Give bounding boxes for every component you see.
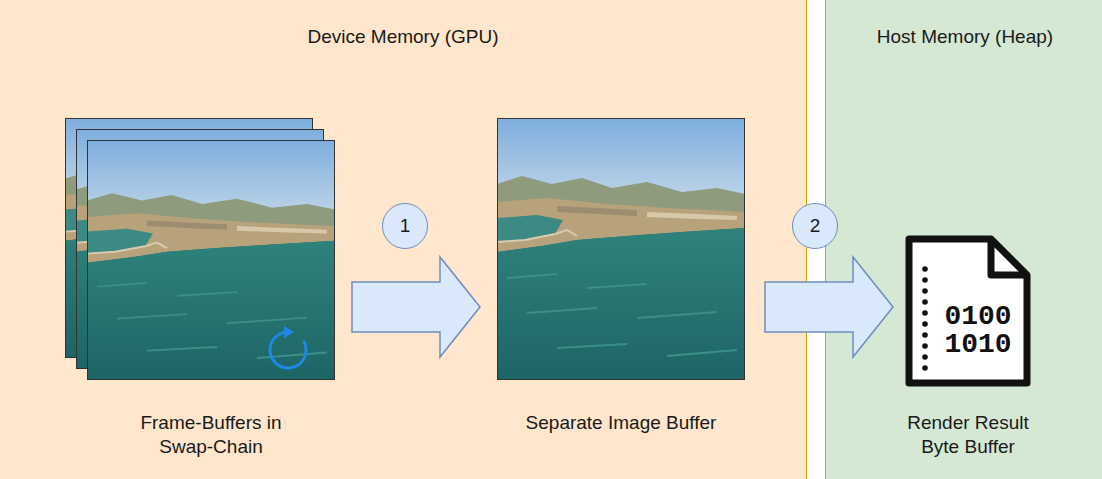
region-title: Host Memory (Heap) [826,25,1102,49]
block-arrow [765,257,893,357]
callout-number: 2 [792,203,838,249]
binary-digits: 1010 [944,331,1012,359]
node-caption: Frame-Buffers in Swap-Chain [126,411,296,459]
block-arrow [352,257,480,357]
image-node: Separate Image Buffer [497,118,745,435]
frame-stack-illustration [65,118,335,380]
region-title: Device Memory (GPU) [0,25,806,49]
image-buffer-illustration [497,118,745,380]
callout-number: 1 [382,203,428,249]
memory-region: Host Memory (Heap) Render Result Byte Bu… [825,0,1102,479]
node-caption: Render Result Byte Buffer [893,411,1043,459]
image-node: Frame-Buffers in Swap-Chain [65,118,335,459]
node-caption: Separate Image Buffer [497,411,745,435]
binary-digits: 0100 [944,303,1012,331]
